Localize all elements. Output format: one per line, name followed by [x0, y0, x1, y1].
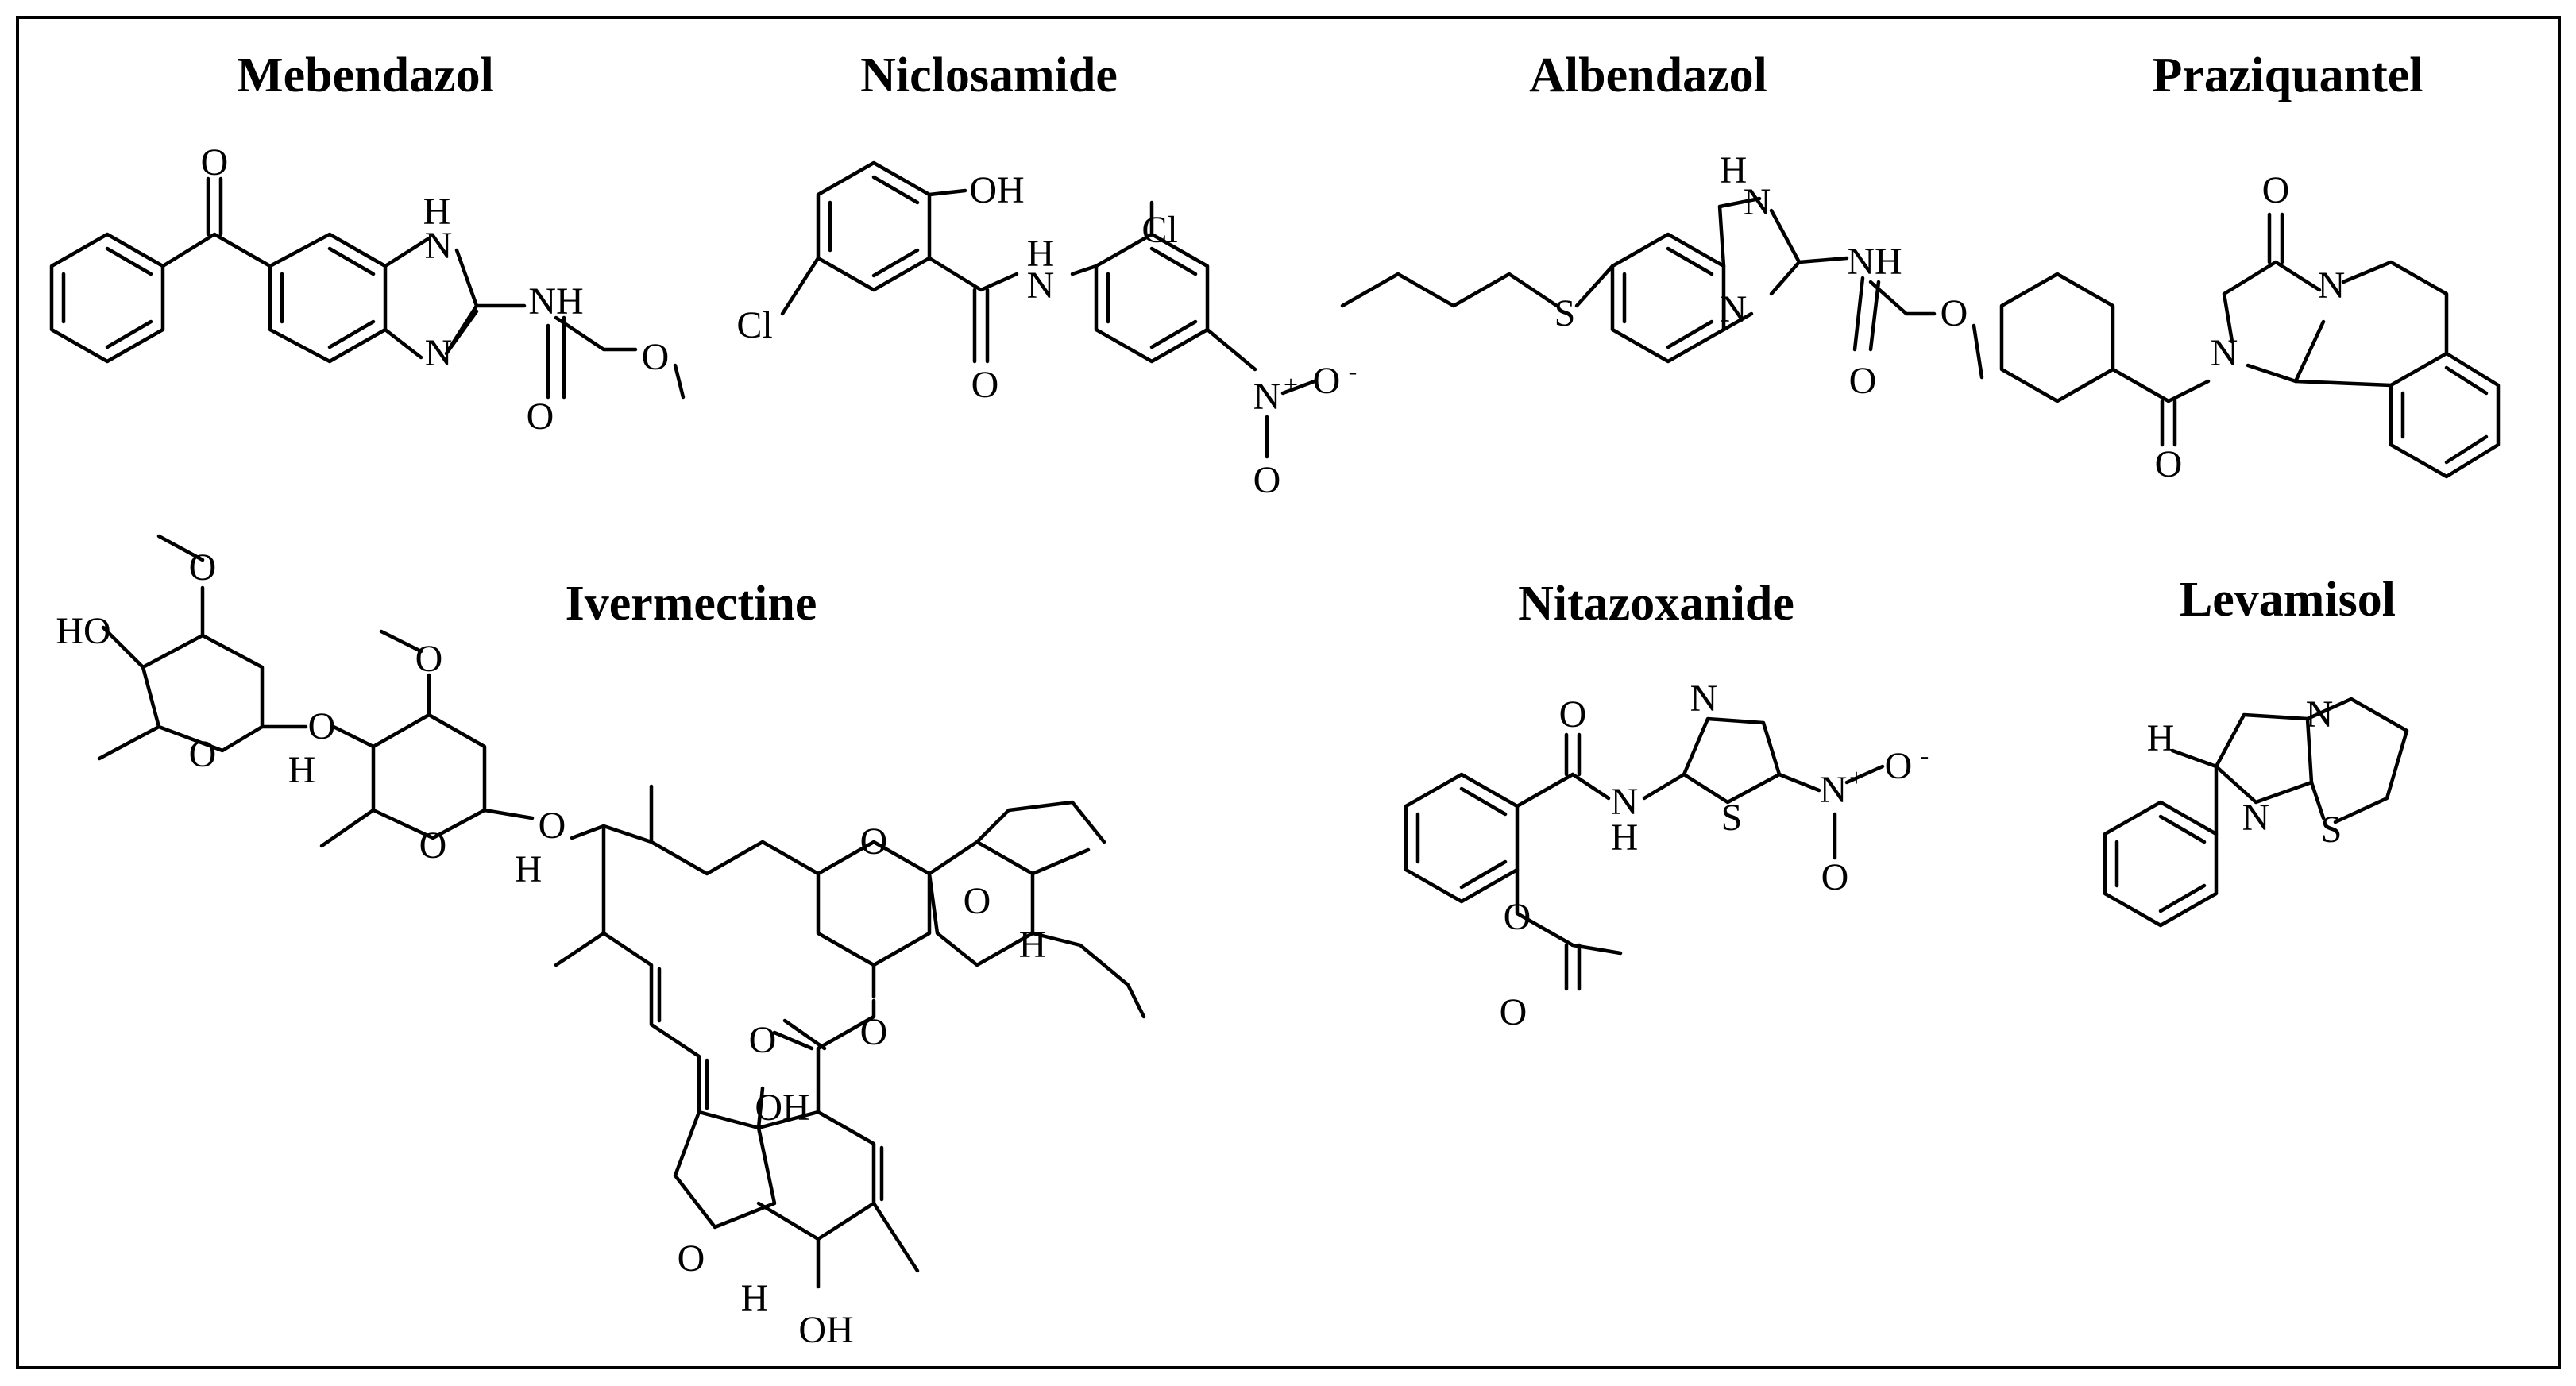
charge-minus: - [1349, 357, 1358, 385]
atom-h-nita: H [1611, 817, 1639, 859]
atom-n-right: N [2318, 264, 2346, 307]
charge-plus-nita: + [1849, 763, 1863, 792]
mebendazol-bonds [49, 176, 686, 400]
atom-o-nitro: O [1253, 459, 1281, 501]
title-nitazoxanide: Nitazoxanide [1518, 577, 1794, 631]
atom-n-amide: N [1027, 264, 1055, 307]
molecule-nitazoxanide: Nitazoxanide O N N H S N + O - O O O [1404, 577, 1929, 1033]
atom-o-ester-alb: O [1941, 292, 1968, 334]
molecule-niclosamide: Niclosamide OH Cl H N Cl O N + O - O [736, 48, 1357, 501]
atom-n-nitro-nita: N [1820, 769, 1848, 811]
atom-cl-left: Cl [736, 304, 772, 346]
atom-ho: HO [56, 610, 110, 652]
atom-o-ring-1: O [189, 733, 217, 775]
atom-oh: OH [969, 169, 1024, 211]
atom-h-ring-alb: H [1720, 149, 1748, 191]
title-praziquantel: Praziquantel [2153, 48, 2423, 102]
atom-h-leva: H [2147, 717, 2175, 759]
atom-o-carbonyl-iver: O [749, 1019, 777, 1061]
nitazoxanide-bonds [1404, 716, 1885, 991]
molecule-ivermectine: Ivermectine [56, 534, 1146, 1351]
atom-n-top-leva: N [2306, 693, 2334, 735]
title-levamisol: Levamisol [2180, 573, 2396, 627]
title-niclosamide: Niclosamide [860, 48, 1118, 102]
atom-oh-top: OH [755, 1087, 809, 1129]
atom-nh-alb: NH [1847, 241, 1902, 283]
atom-s-leva: S [2321, 809, 2342, 851]
atom-o-ring-2: O [419, 824, 447, 867]
atom-o-bottom: O [2155, 443, 2183, 485]
atom-o-nitro-nita: O [1821, 856, 1849, 898]
atom-o-ester-iver: O [860, 1011, 888, 1053]
atom-o-carbonyl: O [527, 396, 554, 438]
title-ivermectine: Ivermectine [566, 577, 817, 631]
atom-o-carbonyl-niclo: O [971, 364, 999, 406]
atom-o-methoxy-2: O [415, 638, 443, 680]
atom-o-spiro-1: O [860, 820, 888, 863]
molecule-praziquantel: Praziquantel O N N O [1999, 48, 2501, 485]
atom-n-ring-top: N [425, 225, 453, 267]
atom-o-ester-nita: O [1504, 896, 1531, 938]
levamisol-bonds [2103, 697, 2409, 928]
atom-n-ring-alb: N [1720, 288, 1748, 330]
atom-o-link-2: O [539, 805, 566, 847]
atom-n-ring-nita: N [1690, 678, 1718, 720]
atom-nh-nita: N [1611, 781, 1639, 823]
title-albendazol: Albendazol [1529, 48, 1767, 102]
niclosamide-bonds [780, 160, 1317, 459]
ivermectine-bonds [97, 534, 1146, 1289]
atom-o-methoxy-1: O [189, 546, 217, 589]
atom-o-top: O [2262, 169, 2290, 211]
atom-s-nita: S [1721, 797, 1743, 839]
charge-plus: + [1284, 370, 1298, 399]
title-mebendazol: Mebendazol [237, 48, 494, 102]
atom-n-left: N [2211, 332, 2238, 374]
molecule-albendazol: Albendazol S H N N NH O O [1340, 48, 1984, 402]
praziquantel-bonds [1999, 212, 2501, 479]
atom-h-3: H [1019, 924, 1047, 966]
figure-frame [16, 16, 2561, 1369]
charge-minus-nita: - [1921, 741, 1929, 770]
atom-o-acetyl-nita: O [1500, 991, 1527, 1033]
molecule-mebendazol: Mebendazol O H N N NH O O [49, 48, 686, 438]
atom-o-minus: O [1313, 360, 1341, 402]
atom-h-1: H [288, 749, 316, 791]
atom-o-spiro-2: O [964, 880, 991, 922]
atom-o-ketone: O [201, 141, 229, 183]
atom-o-link-1: O [308, 705, 336, 747]
atom-o-ester: O [642, 336, 670, 378]
atom-cl-right: Cl [1141, 209, 1177, 251]
atom-h-amide: H [1027, 233, 1055, 275]
atom-oh-bottom: OH [798, 1309, 853, 1351]
molecule-levamisol: Levamisol H N N S [2103, 573, 2409, 928]
atom-h-2: H [515, 848, 543, 890]
atom-o-minus-nita: O [1885, 745, 1913, 787]
atom-h-ring: H [423, 191, 451, 233]
atom-o-furan: O [678, 1237, 705, 1280]
atom-n-nitro: N [1253, 376, 1281, 418]
albendazol-bonds [1340, 196, 1984, 380]
atom-o-carbonyl-alb: O [1849, 360, 1877, 402]
atom-n-ring-leva: N [2242, 797, 2270, 839]
atom-o-carbonyl-nita: O [1559, 693, 1587, 735]
atom-nh-amide: NH [528, 280, 583, 322]
atom-n-ring: N [425, 332, 453, 374]
atom-h-4: H [741, 1277, 769, 1319]
atom-s: S [1554, 292, 1576, 334]
atom-n-ring-top-alb: N [1744, 181, 1771, 223]
